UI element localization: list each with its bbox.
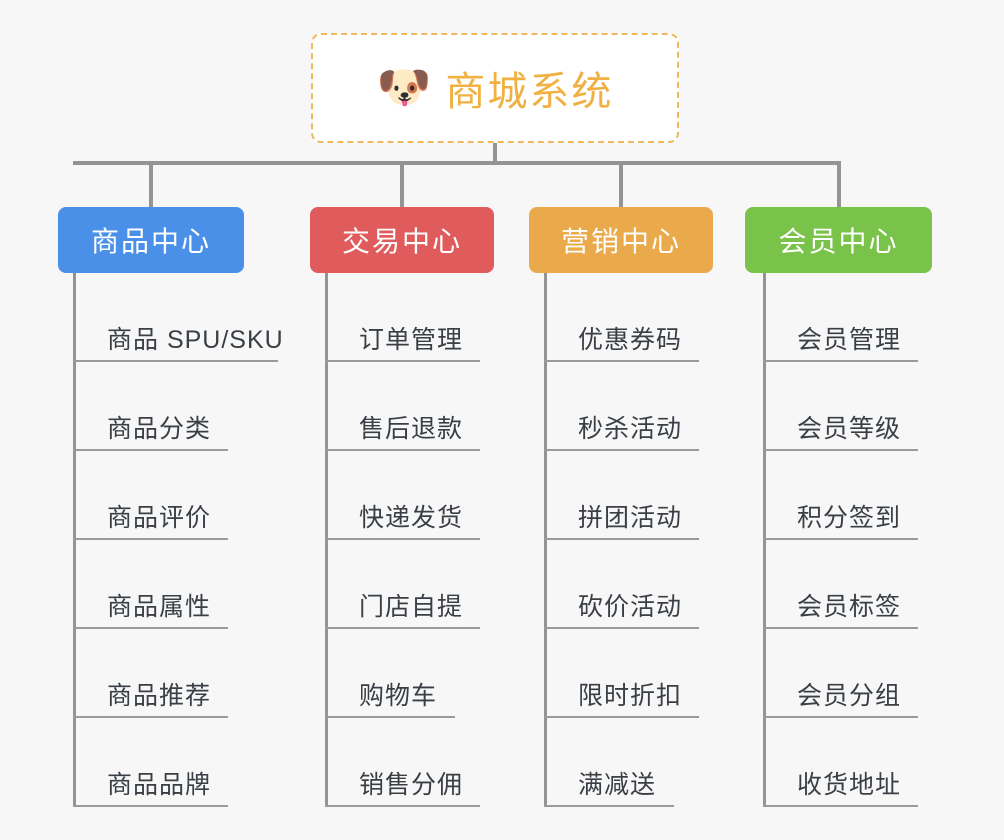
branch-drop-connector <box>619 161 623 207</box>
branch-drop-connector <box>400 161 404 207</box>
leaf-label: 商品分类 <box>107 415 212 443</box>
leaf-underline <box>544 716 699 718</box>
leaf-label: 商品推荐 <box>107 682 212 710</box>
leaf-label: 会员分组 <box>797 682 902 710</box>
leaf-label: 积分签到 <box>797 504 902 532</box>
leaf-node[interactable]: 商品 SPU/SKU <box>73 273 284 362</box>
leaf-underline <box>325 627 480 629</box>
leaf-underline <box>73 449 228 451</box>
leaf-label: 商品属性 <box>107 593 212 621</box>
category-label: 营销中心 <box>560 226 681 257</box>
leaf-underline <box>325 360 480 362</box>
leaf-node[interactable]: 销售分佣 <box>325 718 480 807</box>
leaf-underline <box>763 627 918 629</box>
leaf-underline <box>763 716 918 718</box>
leaf-label: 秒杀活动 <box>578 415 683 443</box>
leaf-label: 会员管理 <box>797 326 902 354</box>
leaf-label: 砍价活动 <box>578 593 683 621</box>
branch-bus-connector <box>73 161 840 165</box>
leaf-label: 拼团活动 <box>578 504 683 532</box>
leaf-node[interactable]: 会员标签 <box>763 540 918 629</box>
leaf-label: 购物车 <box>359 682 438 710</box>
root-node[interactable]: 🐶 商城系统 <box>311 33 679 143</box>
leaf-underline <box>544 805 674 807</box>
leaf-label: 售后退款 <box>359 415 464 443</box>
leaf-label: 门店自提 <box>359 593 464 621</box>
leaf-node[interactable]: 砍价活动 <box>544 540 699 629</box>
shiba-dog-face-icon: 🐶 <box>376 63 432 112</box>
leaf-label: 快递发货 <box>359 504 464 532</box>
leaf-node[interactable]: 门店自提 <box>325 540 480 629</box>
leaf-node[interactable]: 商品评价 <box>73 451 228 540</box>
leaf-underline <box>544 538 699 540</box>
category-label: 交易中心 <box>341 226 462 257</box>
leaf-underline <box>544 627 699 629</box>
leaf-node[interactable]: 满减送 <box>544 718 674 807</box>
leaf-node[interactable]: 订单管理 <box>325 273 480 362</box>
leaf-underline <box>763 360 918 362</box>
leaf-node[interactable]: 会员分组 <box>763 629 918 718</box>
leaf-underline <box>73 360 278 362</box>
leaf-label: 收货地址 <box>797 771 902 799</box>
leaf-node[interactable]: 限时折扣 <box>544 629 699 718</box>
leaf-underline <box>325 449 480 451</box>
category-node-3[interactable]: 营销中心 <box>529 207 713 273</box>
leaf-node[interactable]: 购物车 <box>325 629 455 718</box>
category-label: 商品中心 <box>90 226 211 257</box>
leaf-node[interactable]: 会员管理 <box>763 273 918 362</box>
leaf-label: 订单管理 <box>359 326 464 354</box>
leaf-underline <box>325 805 480 807</box>
root-title: 商城系统 <box>445 70 614 114</box>
column-trunk-connector <box>544 273 547 807</box>
leaf-node[interactable]: 售后退款 <box>325 362 480 451</box>
leaf-underline <box>544 360 699 362</box>
leaf-label: 满减送 <box>578 771 657 799</box>
leaf-underline <box>763 538 918 540</box>
leaf-node[interactable]: 快递发货 <box>325 451 480 540</box>
leaf-node[interactable]: 秒杀活动 <box>544 362 699 451</box>
leaf-underline <box>73 538 228 540</box>
category-node-2[interactable]: 交易中心 <box>310 207 494 273</box>
leaf-node[interactable]: 收货地址 <box>763 718 918 807</box>
leaf-label: 会员标签 <box>797 593 902 621</box>
leaf-label: 优惠券码 <box>578 326 683 354</box>
category-node-1[interactable]: 商品中心 <box>58 207 244 273</box>
column-trunk-connector <box>325 273 328 807</box>
leaf-node[interactable]: 商品属性 <box>73 540 228 629</box>
category-label: 会员中心 <box>778 226 899 257</box>
column-trunk-connector <box>763 273 766 807</box>
branch-drop-connector <box>836 161 841 207</box>
leaf-underline <box>73 716 228 718</box>
leaf-label: 商品评价 <box>107 504 212 532</box>
leaf-underline <box>73 627 228 629</box>
leaf-underline <box>325 538 480 540</box>
leaf-node[interactable]: 优惠券码 <box>544 273 699 362</box>
leaf-underline <box>544 449 699 451</box>
leaf-underline <box>325 716 455 718</box>
leaf-label: 会员等级 <box>797 415 902 443</box>
column-trunk-connector <box>73 273 76 807</box>
leaf-node[interactable]: 积分签到 <box>763 451 918 540</box>
leaf-node[interactable]: 商品推荐 <box>73 629 228 718</box>
leaf-label: 商品 SPU/SKU <box>107 326 284 354</box>
branch-drop-connector <box>149 161 153 207</box>
leaf-node[interactable]: 拼团活动 <box>544 451 699 540</box>
leaf-label: 限时折扣 <box>578 682 683 710</box>
leaf-node[interactable]: 商品品牌 <box>73 718 228 807</box>
leaf-underline <box>73 805 228 807</box>
leaf-underline <box>763 805 918 807</box>
leaf-node[interactable]: 会员等级 <box>763 362 918 451</box>
leaf-label: 销售分佣 <box>359 771 464 799</box>
leaf-node[interactable]: 商品分类 <box>73 362 228 451</box>
category-node-4[interactable]: 会员中心 <box>745 207 932 273</box>
leaf-label: 商品品牌 <box>107 771 212 799</box>
leaf-underline <box>763 449 918 451</box>
root-stem-connector <box>493 143 497 163</box>
